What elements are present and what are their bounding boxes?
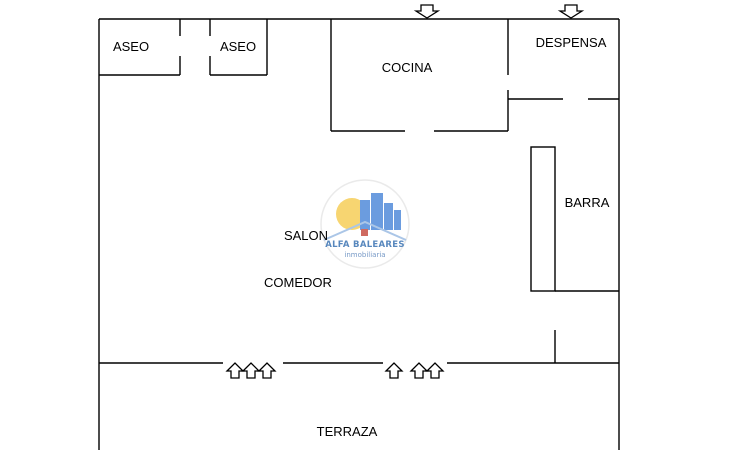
entry-arrows-bottom <box>225 362 445 379</box>
up-arrow-icon <box>425 362 445 379</box>
aseo-walls <box>99 19 268 76</box>
watermark-sub: inmobiliaria <box>344 251 385 259</box>
room-label-salon: SALON <box>284 228 328 243</box>
room-label-barra: BARRA <box>565 195 610 210</box>
room-label-aseo-2: ASEO <box>220 39 256 54</box>
house-icon <box>361 229 368 236</box>
house-roof-icon <box>323 220 407 241</box>
entry-arrows-top <box>413 4 585 19</box>
up-arrow-icon <box>225 362 245 379</box>
watermark-logo: ALFA BALEARES inmobiliaria <box>320 179 410 269</box>
up-arrow-icon <box>409 362 429 379</box>
watermark-brand: ALFA BALEARES <box>325 240 405 250</box>
up-arrow-icon <box>241 362 261 379</box>
room-label-aseo-1: ASEO <box>113 39 149 54</box>
down-arrow-icon <box>413 4 441 19</box>
room-labels: ASEO ASEO COCINA DESPENSA BARRA SALON CO… <box>113 35 610 439</box>
up-arrow-icon <box>384 362 404 379</box>
cocina-walls <box>330 19 509 132</box>
up-arrow-icon <box>257 362 277 379</box>
room-label-cocina: COCINA <box>382 60 433 75</box>
room-label-terraza: TERRAZA <box>317 424 378 439</box>
room-label-despensa: DESPENSA <box>536 35 607 50</box>
outer-walls <box>98 18 620 450</box>
room-label-comedor: COMEDOR <box>264 275 332 290</box>
barra-walls <box>530 146 619 363</box>
buildings-icon <box>360 193 401 230</box>
down-arrow-icon <box>557 4 585 19</box>
